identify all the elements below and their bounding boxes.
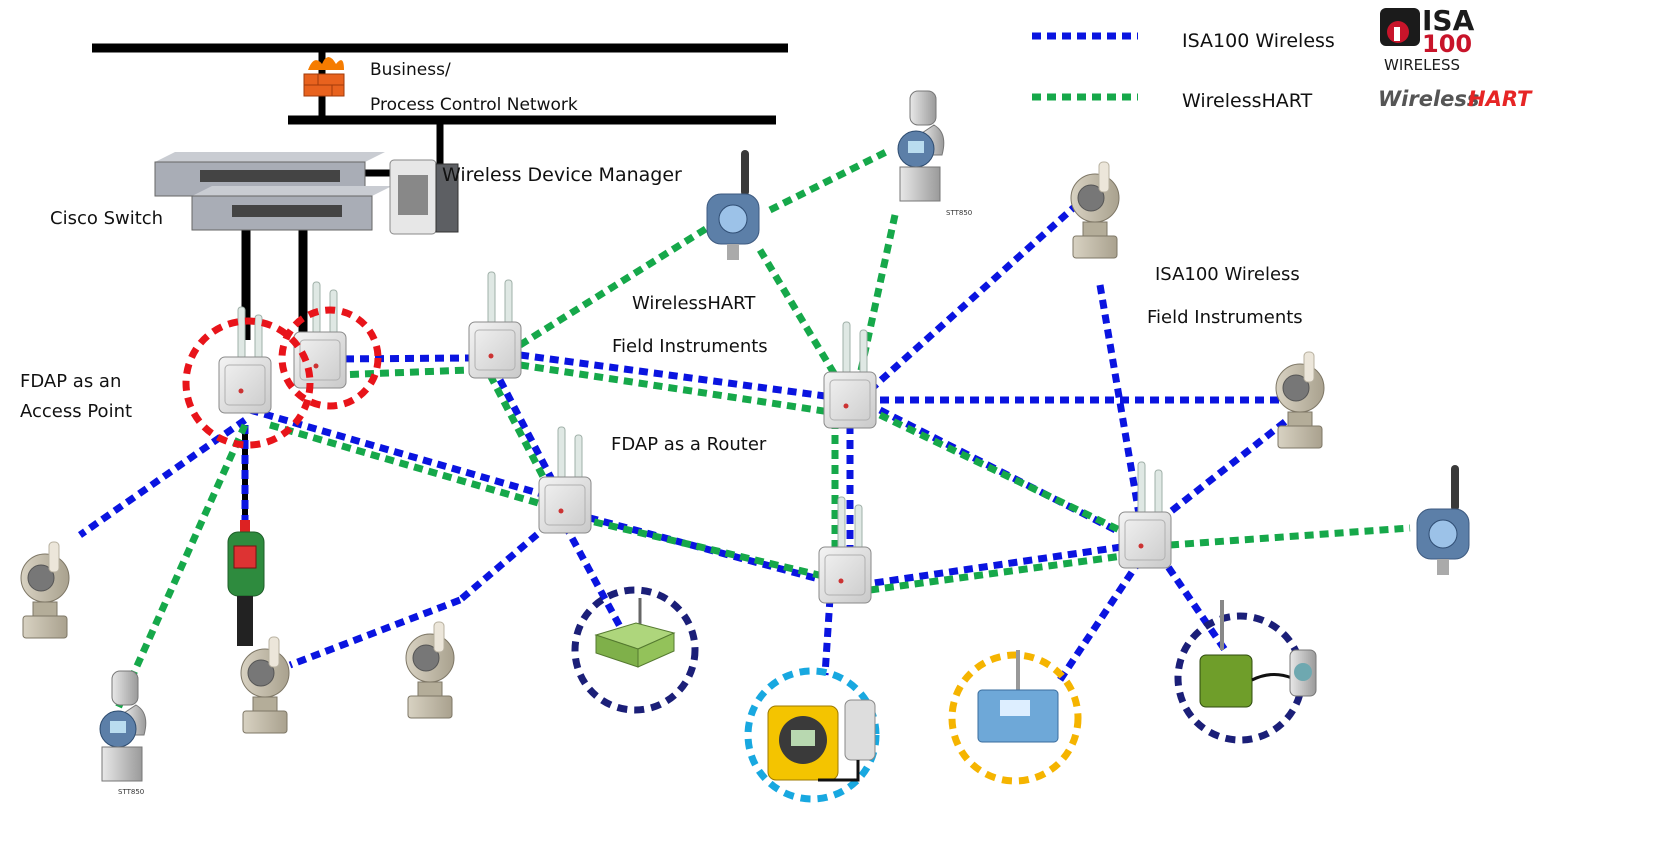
wdm-label: Wireless Device Manager [442,164,682,186]
isa-fi-label-line1: ISA100 Wireless [1155,264,1300,285]
fdap-router-icon [818,496,872,604]
wireless-monitor-icon [977,650,1059,743]
switch-icon [154,152,392,231]
stt850-transmitter-icon [99,670,147,782]
whart-logo-b: HART [1468,87,1533,111]
switch-label: Cisco Switch [50,208,164,229]
wirelesshart-logo: Wireless HART [1378,87,1533,111]
fdap-router-icon [538,426,592,534]
isa-fi-label-line2: Field Instruments [1147,307,1303,328]
valve-sensor-icon [227,520,265,646]
network-label-line1: Business/ [370,60,451,80]
whart-fi-label-line2: Field Instruments [612,336,768,357]
stt850-label: STT850 [118,788,145,796]
isa-logo-number: 100 [1422,30,1472,58]
isa100-logo: ISA 100 WIRELESS [1380,4,1475,74]
device-manager-icon [389,159,459,235]
fdap-router-icon [468,271,522,379]
vibration-sensor-icon [594,598,676,668]
isa100-transmitter-icon [240,636,290,734]
legend-isa100-label: ISA100 Wireless [1182,30,1335,52]
isa-logo-text: ISA [1422,4,1475,37]
acoustic-sensor-icon [1199,600,1317,708]
wired-network [92,43,788,600]
fdap-ap-label-line2: Access Point [20,401,133,422]
isa100-transmitter-icon [20,541,70,639]
legend-wirelesshart-label: WirelessHART [1182,90,1313,112]
isa100-transmitter-icon [1070,161,1120,259]
network-label-line2: Process Control Network [370,95,578,115]
fdap-ap-label-line1: FDAP as an [20,371,122,392]
stt850-label: STT850 [946,209,973,217]
fdap-router-label: FDAP as a Router [611,434,767,455]
isa100-transmitter-icon [1275,351,1325,449]
fdap-router-icon [1118,461,1172,569]
wirelesshart-links [111,146,1411,717]
stt850-transmitter-icon [897,90,945,202]
isa100-transmitter-icon [405,621,455,719]
highlight-rings [182,306,1306,803]
whart-logo-a: Wireless [1378,87,1479,111]
firewall-icon [303,57,345,97]
wirelesshart-transmitter-icon [706,149,760,261]
legend [1032,32,1138,101]
whart-fi-label-line1: WirelessHART [632,293,756,314]
wirelesshart-transmitter-icon [1416,464,1470,576]
gas-detector-icon [767,699,876,782]
isa-logo-sub: WIRELESS [1384,56,1460,74]
